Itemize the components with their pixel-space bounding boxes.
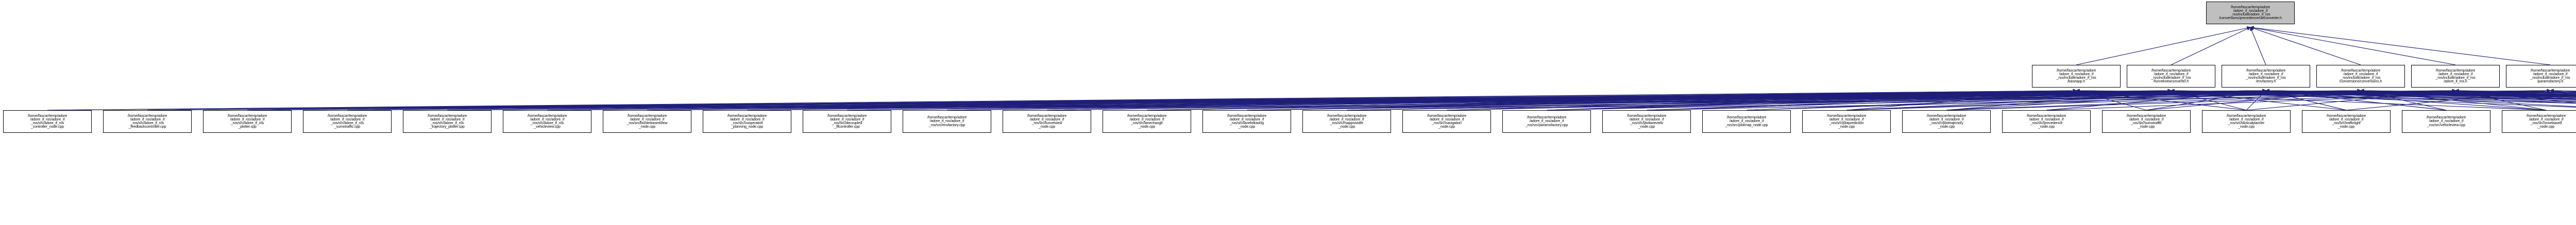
node-label: /home/fascar/temp/adore /adore_if_ros/ad… — [2526, 113, 2566, 129]
node-label: /home/fascar/temp/adore /adore_if_ros/ad… — [2435, 68, 2476, 84]
graph-node-level2-13[interactable]: /home/fascar/temp/adore /adore_if_ros/ad… — [1302, 110, 1391, 133]
graph-node-level2-2[interactable]: /home/fascar/temp/adore /adore_if_ros/ad… — [203, 110, 292, 133]
graph-node-level2-12[interactable]: /home/fascar/temp/adore /adore_if_ros/ad… — [1202, 110, 1291, 133]
node-label: /home/fascar/temp/adore /adore_if_ros/ad… — [2530, 68, 2570, 84]
graph-node-level2-20[interactable]: /home/fascar/temp/adore /adore_if_ros/ad… — [2002, 110, 2091, 133]
graph-node-root[interactable]: /home/fascar/temp/adore /adore_if_ros/ad… — [2206, 2, 2295, 24]
node-label: /home/fascar/temp/adore /adore_if_ros/ad… — [427, 113, 467, 129]
node-label: /home/fascar/temp/adore /adore_if_ros/ad… — [827, 113, 867, 129]
node-label: /home/fascar/temp/adore /adore_if_ros/ad… — [1127, 113, 1167, 129]
graph-node-level2-24[interactable]: /home/fascar/temp/adore /adore_if_ros/ad… — [2402, 110, 2490, 133]
node-label: /home/fascar/temp/adore /adore_if_ros/ad… — [2219, 5, 2282, 21]
node-label: /home/fascar/temp/adore /adore_if_ros/ad… — [227, 113, 267, 129]
node-label: /home/fascar/temp/adore /adore_if_ros/ad… — [1525, 115, 1568, 127]
graph-node-level2-14[interactable]: /home/fascar/temp/adore /adore_if_ros/ad… — [1402, 110, 1491, 133]
graph-node-level2-3[interactable]: /home/fascar/temp/adore /adore_if_ros/ad… — [303, 110, 392, 133]
graph-node-level2-10[interactable]: /home/fascar/temp/adore /adore_if_ros/ad… — [1003, 110, 1091, 133]
node-label: /home/fascar/temp/adore /adore_if_ros/ad… — [2151, 68, 2191, 84]
node-label: /home/fascar/temp/adore /adore_if_ros/ad… — [527, 113, 567, 129]
graph-node-level2-0[interactable]: /home/fascar/temp/adore /adore_if_ros/ad… — [3, 110, 92, 133]
graph-node-level2-15[interactable]: /home/fascar/temp/adore /adore_if_ros/ad… — [1502, 110, 1591, 133]
graph-node-level2-18[interactable]: /home/fascar/temp/adore /adore_if_ros/ad… — [1802, 110, 1891, 133]
node-label: /home/fascar/temp/adore /adore_if_ros/ad… — [2026, 113, 2066, 129]
node-label: /home/fascar/temp/adore /adore_if_ros/ad… — [1327, 113, 1367, 129]
node-label: /home/fascar/temp/adore /adore_if_ros/ad… — [2426, 115, 2466, 127]
node-label: /home/fascar/temp/adore /adore_if_ros/ad… — [1926, 113, 1967, 129]
node-label: /home/fascar/temp/adore /adore_if_ros/ad… — [1626, 113, 1667, 129]
node-label: /home/fascar/temp/adore /adore_if_ros/ad… — [2326, 113, 2366, 129]
graph-node-level2-9[interactable]: /home/fascar/temp/adore /adore_if_ros/ad… — [903, 110, 991, 133]
node-label: /home/fascar/temp/adore /adore_if_ros/ad… — [127, 113, 167, 129]
graph-node-level2-8[interactable]: /home/fascar/temp/adore /adore_if_ros/ad… — [803, 110, 891, 133]
node-label: /home/fascar/temp/adore /adore_if_ros/ad… — [1725, 115, 1768, 127]
node-label: /home/fascar/temp/adore /adore_if_ros/ad… — [626, 113, 668, 129]
graph-node-level2-11[interactable]: /home/fascar/temp/adore /adore_if_ros/ad… — [1103, 110, 1191, 133]
graph-node-level2-7[interactable]: /home/fascar/temp/adore /adore_if_ros/ad… — [703, 110, 791, 133]
graph-node-level2-22[interactable]: /home/fascar/temp/adore /adore_if_ros/ad… — [2202, 110, 2291, 133]
node-label: /home/fascar/temp/adore /adore_if_ros/ad… — [27, 113, 67, 129]
node-label: /home/fascar/temp/adore /adore_if_ros/ad… — [1027, 113, 1067, 129]
node-label: /home/fascar/temp/adore /adore_if_ros/ad… — [2339, 68, 2382, 84]
node-label: /home/fascar/temp/adore /adore_if_ros/ad… — [927, 115, 967, 127]
node-label: /home/fascar/temp/adore /adore_if_ros/ad… — [1826, 113, 1867, 129]
node-label: /home/fascar/temp/adore /adore_if_ros/ad… — [2226, 113, 2266, 129]
graph-node-level2-21[interactable]: /home/fascar/temp/adore /adore_if_ros/ad… — [2102, 110, 2191, 133]
graph-node-level1-0[interactable]: /home/fascar/temp/adore /adore_if_ros/ad… — [2032, 65, 2121, 88]
graph-node-level2-4[interactable]: /home/fascar/temp/adore /adore_if_ros/ad… — [403, 110, 492, 133]
graph-node-level2-1[interactable]: /home/fascar/temp/adore /adore_if_ros/ad… — [103, 110, 192, 133]
graph-node-level2-23[interactable]: /home/fascar/temp/adore /adore_if_ros/ad… — [2302, 110, 2391, 133]
graph-node-level2-25[interactable]: /home/fascar/temp/adore /adore_if_ros/ad… — [2502, 110, 2576, 133]
node-label: /home/fascar/temp/adore /adore_if_ros/ad… — [2056, 68, 2096, 84]
graph-node-level2-6[interactable]: /home/fascar/temp/adore /adore_if_ros/ad… — [603, 110, 691, 133]
graph-node-level1-5[interactable]: /home/fascar/temp/adore /adore_if_ros/ad… — [2506, 65, 2576, 88]
node-label: /home/fascar/temp/adore /adore_if_ros/ad… — [327, 113, 367, 129]
graph-node-level1-1[interactable]: /home/fascar/temp/adore /adore_if_ros/ad… — [2127, 65, 2215, 88]
graph-node-level2-5[interactable]: /home/fascar/temp/adore /adore_if_ros/ad… — [503, 110, 591, 133]
graph-node-level2-19[interactable]: /home/fascar/temp/adore /adore_if_ros/ad… — [1902, 110, 1991, 133]
node-label: /home/fascar/temp/adore /adore_if_ros/ad… — [727, 113, 767, 129]
graph-node-level2-16[interactable]: /home/fascar/temp/adore /adore_if_ros/ad… — [1602, 110, 1691, 133]
graph-node-level1-3[interactable]: /home/fascar/temp/adore /adore_if_ros/ad… — [2316, 65, 2405, 88]
node-label: /home/fascar/temp/adore /adore_if_ros/ad… — [2126, 113, 2166, 129]
graph-node-level1-2[interactable]: /home/fascar/temp/adore /adore_if_ros/ad… — [2222, 65, 2310, 88]
node-label: /home/fascar/temp/adore /adore_if_ros/ad… — [2246, 68, 2286, 84]
graph-node-level2-17[interactable]: /home/fascar/temp/adore /adore_if_ros/ad… — [1702, 110, 1791, 133]
graph-node-level1-4[interactable]: /home/fascar/temp/adore /adore_if_ros/ad… — [2411, 65, 2500, 88]
node-label: /home/fascar/temp/adore /adore_if_ros/ad… — [1227, 113, 1267, 129]
node-label: /home/fascar/temp/adore /adore_if_ros/ad… — [1427, 113, 1467, 129]
